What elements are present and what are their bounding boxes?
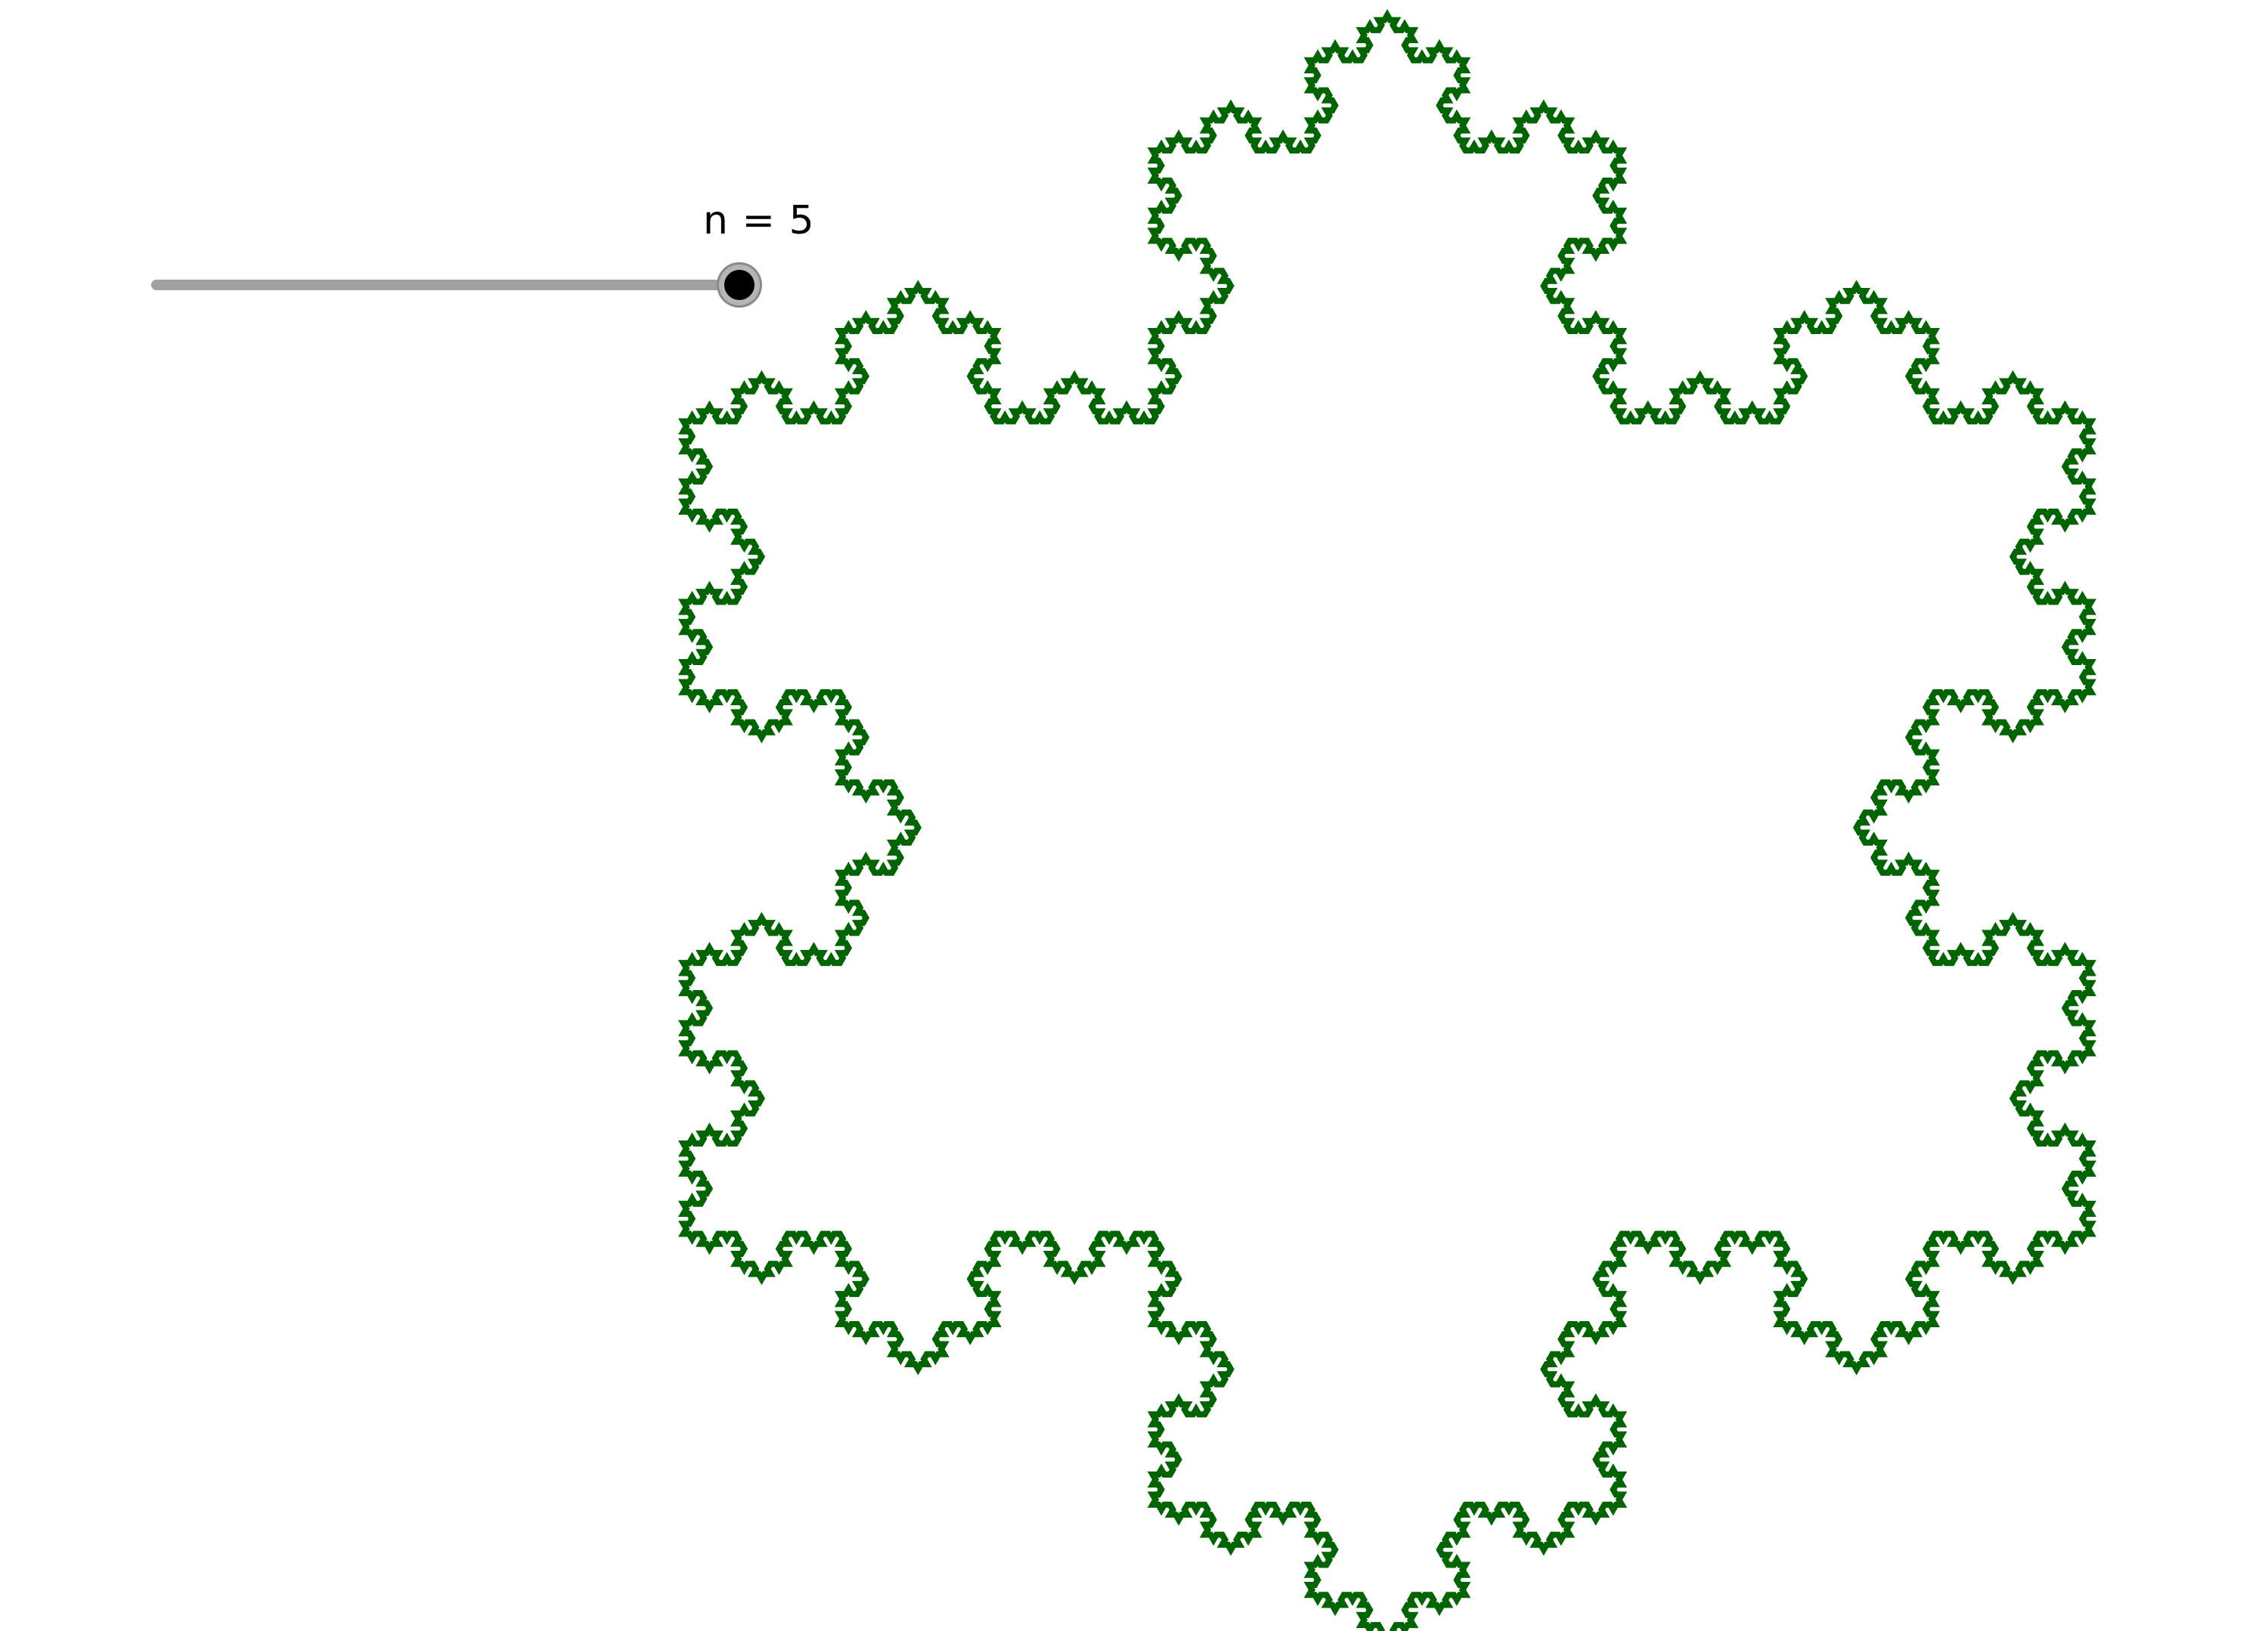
koch-fractal-curve: [678, 8, 2096, 1631]
slider-label: n = 5: [703, 198, 815, 243]
slider-handle-dot: [724, 270, 754, 300]
slider-handle[interactable]: [717, 262, 762, 308]
slider-track[interactable]: [151, 280, 741, 290]
